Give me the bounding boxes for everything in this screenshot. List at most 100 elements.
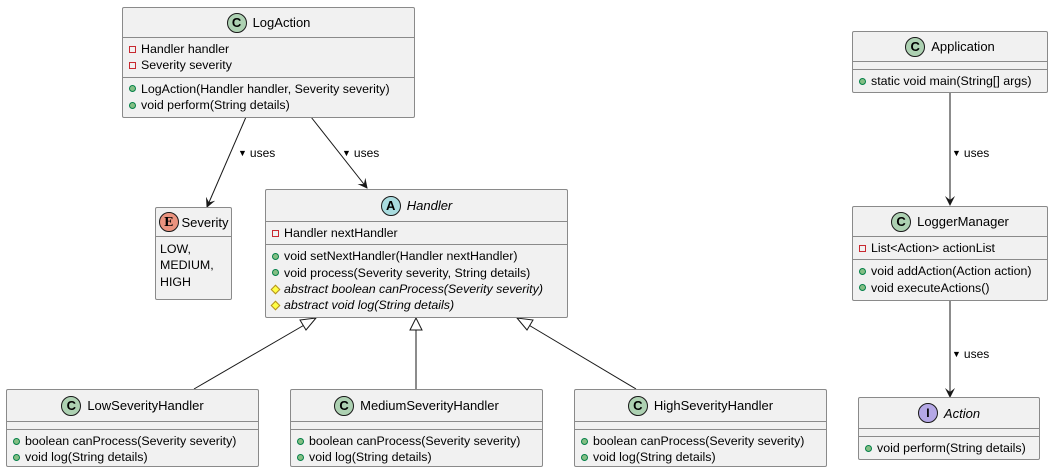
- fields-section: [291, 422, 542, 430]
- methods-section: void setNextHandler(Handler nextHandler)…: [266, 245, 567, 316]
- protected-icon: [270, 300, 281, 311]
- private-icon: [859, 244, 866, 252]
- fields-section: [859, 429, 1039, 437]
- class-application[interactable]: C Application static void main(String[] …: [852, 31, 1048, 93]
- method-row: boolean canProcess(Severity severity): [581, 433, 820, 449]
- public-icon: [129, 101, 136, 109]
- public-icon: [13, 453, 20, 461]
- class-badge-icon: C: [226, 12, 247, 33]
- class-badge-icon: C: [905, 36, 926, 57]
- enum-badge-icon: E: [158, 212, 179, 232]
- public-icon: [859, 284, 866, 292]
- enum-literal: MEDIUM,: [160, 258, 214, 273]
- edge-high-extends-handler: [526, 323, 637, 390]
- method-row: void addAction(Action action): [859, 263, 1041, 279]
- method-row: boolean canProcess(Severity severity): [297, 433, 536, 449]
- fields-section: List<Action> actionList: [853, 237, 1047, 261]
- private-icon: [129, 61, 136, 69]
- protected-icon: [270, 284, 281, 294]
- method-row: void perform(String details): [129, 97, 408, 113]
- class-logaction[interactable]: C LogAction Handler handler Severity sev…: [122, 7, 415, 118]
- abstract-badge-icon: A: [380, 195, 401, 216]
- methods-section: boolean canProcess(Severity severity) vo…: [7, 430, 258, 469]
- fields-section: [7, 422, 258, 430]
- class-name: Application: [931, 39, 995, 54]
- edge-label-logaction-handler: ▼ uses: [342, 146, 380, 160]
- direction-triangle-icon: ▼: [238, 148, 247, 158]
- methods-section: static void main(String[] args): [853, 70, 1047, 92]
- class-low-severity-handler[interactable]: C LowSeverityHandler boolean canProcess(…: [6, 389, 259, 467]
- public-icon: [581, 453, 588, 461]
- private-icon: [272, 229, 279, 237]
- field-row: Severity severity: [129, 57, 408, 73]
- class-header: C MediumSeverityHandler: [291, 390, 542, 422]
- method-row: void executeActions(): [859, 280, 1041, 296]
- method-row: LogAction(Handler handler, Severity seve…: [129, 81, 408, 97]
- class-name: LogAction: [252, 15, 311, 30]
- methods-section: boolean canProcess(Severity severity) vo…: [291, 430, 542, 469]
- enum-severity[interactable]: E Severity LOW, MEDIUM, HIGH: [155, 207, 232, 300]
- private-icon: [129, 45, 136, 53]
- public-icon: [297, 437, 304, 445]
- class-high-severity-handler[interactable]: C HighSeverityHandler boolean canProcess…: [574, 389, 827, 467]
- class-badge-icon: C: [627, 395, 648, 416]
- fields-section: [853, 62, 1047, 70]
- method-row: void process(Severity severity, String d…: [272, 265, 561, 281]
- methods-section: void addAction(Action action) void execu…: [853, 260, 1047, 299]
- interface-badge-icon: I: [917, 403, 938, 423]
- edge-label-application-loggermanager: ▼ uses: [952, 146, 990, 160]
- class-name: Severity: [181, 214, 229, 230]
- methods-section: boolean canProcess(Severity severity) vo…: [575, 430, 826, 469]
- edge-label-loggermanager-action: ▼ uses: [952, 347, 990, 361]
- interface-action[interactable]: I Action void perform(String details): [858, 397, 1040, 460]
- class-logger-manager[interactable]: C LoggerManager List<Action> actionList …: [852, 206, 1048, 301]
- public-icon: [859, 77, 866, 85]
- enum-literal: LOW,: [160, 242, 191, 256]
- enum-literal: HIGH: [160, 274, 191, 289]
- method-row: void perform(String details): [865, 440, 1033, 456]
- class-header: E Severity: [156, 208, 231, 237]
- field-row: Handler nextHandler: [272, 225, 561, 241]
- class-handler[interactable]: A Handler Handler nextHandler void setNe…: [265, 189, 568, 318]
- method-row: abstract void log(String details): [270, 297, 561, 313]
- method-row: void log(String details): [581, 449, 820, 465]
- class-medium-severity-handler[interactable]: C MediumSeverityHandler boolean canProce…: [290, 389, 543, 467]
- public-icon: [865, 444, 872, 452]
- edge-logaction-handler: [310, 116, 368, 189]
- edge-label-logaction-severity: ▼ uses: [238, 146, 276, 160]
- public-icon: [581, 437, 588, 445]
- class-header: C LowSeverityHandler: [7, 390, 258, 422]
- class-badge-icon: C: [334, 395, 355, 416]
- class-name: HighSeverityHandler: [653, 398, 774, 413]
- class-header: C Application: [853, 32, 1047, 62]
- class-header: I Action: [859, 398, 1039, 429]
- public-icon: [859, 267, 866, 275]
- direction-triangle-icon: ▼: [952, 148, 961, 158]
- fields-section: [575, 422, 826, 430]
- method-row: static void main(String[] args): [859, 73, 1041, 89]
- method-row: void setNextHandler(Handler nextHandler): [272, 248, 561, 264]
- method-row: boolean canProcess(Severity severity): [13, 433, 252, 449]
- class-header: C LogAction: [123, 8, 414, 38]
- public-icon: [272, 252, 279, 260]
- class-badge-icon: C: [61, 395, 82, 416]
- class-badge-icon: C: [891, 211, 912, 232]
- fields-section: Handler handler Severity severity: [123, 38, 414, 78]
- fields-section: Handler nextHandler: [266, 222, 567, 246]
- direction-triangle-icon: ▼: [952, 349, 961, 359]
- public-icon: [272, 269, 279, 277]
- class-name: Handler: [406, 198, 453, 213]
- edge-logaction-severity: [205, 116, 247, 208]
- field-row: List<Action> actionList: [859, 240, 1041, 256]
- method-row: void log(String details): [13, 449, 252, 465]
- direction-triangle-icon: ▼: [342, 148, 351, 158]
- class-name: LoggerManager: [917, 214, 1009, 229]
- method-row: abstract boolean canProcess(Severity sev…: [270, 281, 561, 297]
- inheritance-arrow-high: [515, 317, 534, 331]
- class-header: A Handler: [266, 190, 567, 222]
- class-name: LowSeverityHandler: [87, 398, 204, 413]
- edge-low-extends-handler: [193, 323, 307, 390]
- class-header: C HighSeverityHandler: [575, 390, 826, 422]
- public-icon: [13, 437, 20, 445]
- class-name: Action: [943, 405, 981, 421]
